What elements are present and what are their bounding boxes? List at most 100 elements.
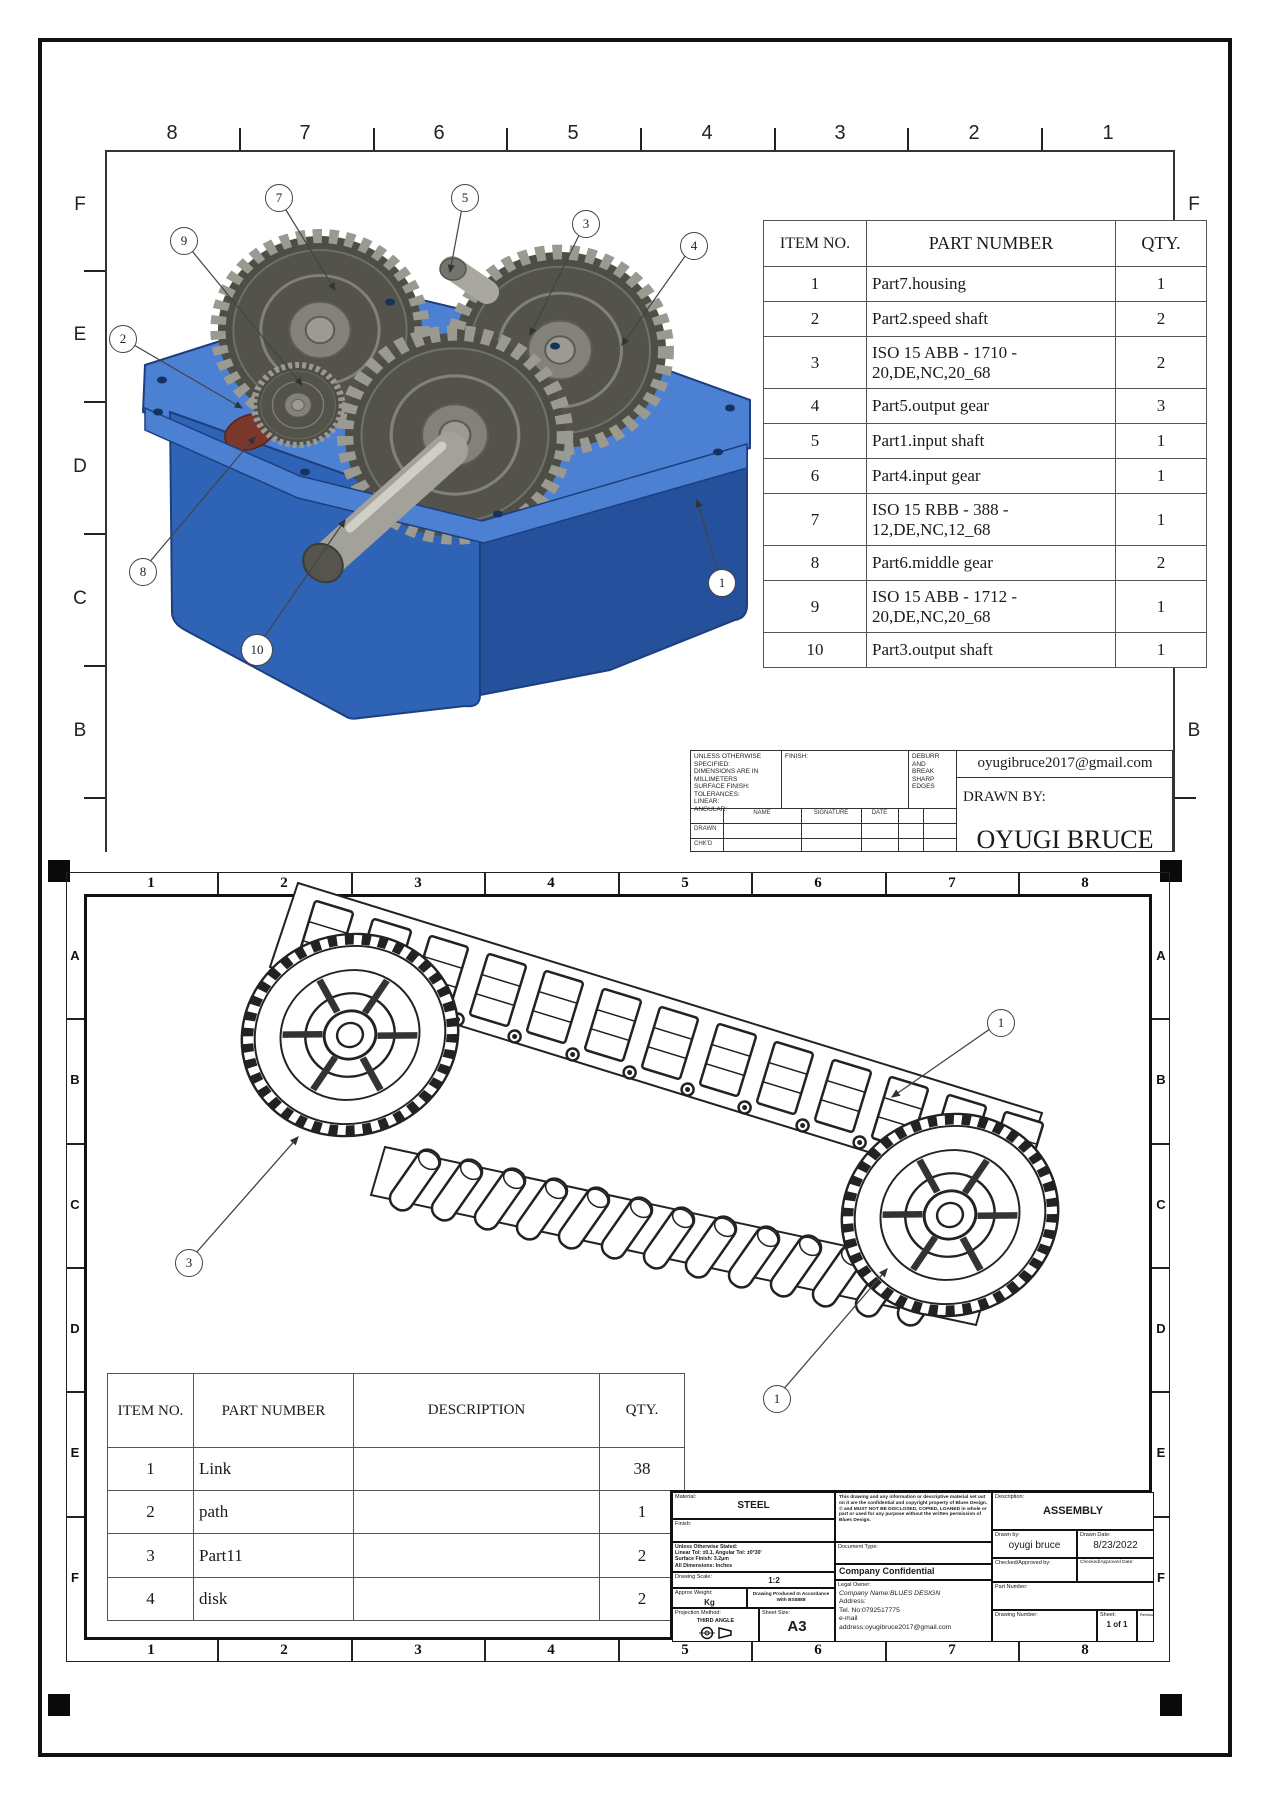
balloon-callout: 3 (572, 210, 600, 238)
corner-mark (1160, 1694, 1182, 1716)
balloon-callout: 10 (241, 634, 273, 666)
doc-type-cell: Document Type: (835, 1542, 992, 1564)
balloon-callout: 3 (175, 1249, 203, 1277)
ruler-number: 2 (968, 122, 980, 144)
bom-header-desc: DESCRIPTION (353, 1373, 600, 1448)
ruler-number: 5 (681, 1642, 689, 1658)
drawn-by-label: DRAWN BY: (963, 789, 1046, 805)
ruler-number: 7 (299, 122, 311, 144)
bom-header-item: ITEM NO. (763, 220, 867, 267)
sheet-size-cell: Sheet Size: A3 (759, 1608, 835, 1642)
ruler-tick (351, 872, 353, 894)
ruler-tick (351, 1640, 353, 1662)
ruler-tick (774, 128, 776, 150)
row-letter: C (73, 588, 87, 609)
row-letter: D (73, 456, 87, 477)
ruler-tick (217, 872, 219, 894)
ruler-tick (751, 872, 753, 894)
scale-cell: Drawing Scale: 1:2 (672, 1572, 835, 1588)
ruler-number: 6 (814, 875, 822, 891)
ruler-number: 1 (1102, 122, 1114, 144)
balloon-callout: 9 (170, 227, 198, 255)
drawn-row-label: DRAWN (694, 826, 717, 832)
legal-note-cell: This drawing and any information or desc… (835, 1492, 992, 1542)
row-letter: A (70, 948, 80, 963)
sheet-frame-left (105, 150, 107, 852)
projection-cell: Projection Method: THIRD ANGLE (672, 1608, 759, 1642)
edge-tick (84, 797, 105, 799)
ruler-number: 6 (814, 1642, 822, 1658)
ruler-tick (239, 128, 241, 150)
accordance-cell: Drawing Produced In Accordance With BS88… (747, 1588, 835, 1608)
ruler-number: 1 (147, 875, 155, 891)
weight-cell: Approx Weight: Kg (672, 1588, 747, 1608)
ruler-number: 8 (1081, 875, 1089, 891)
ruler-number: 1 (147, 1642, 155, 1658)
edge-tick (66, 1391, 84, 1393)
ruler-number: 4 (701, 122, 713, 144)
author-email: oyugibruce2017@gmail.com (977, 755, 1153, 771)
finish-cell: Finish: (672, 1519, 835, 1542)
corner-mark (1160, 860, 1182, 882)
row-letter: B (1187, 720, 1201, 741)
deburr-note: DEBURR AND BREAK SHARP EDGES (912, 753, 940, 790)
ruler-number: 6 (433, 122, 445, 144)
row-letter: E (70, 1445, 80, 1460)
row-letter: D (70, 1321, 80, 1336)
material-cell: Material: STEEL (672, 1492, 835, 1519)
row-letter: F (1188, 194, 1200, 215)
edge-tick (66, 1516, 84, 1518)
ruler-tick (484, 1640, 486, 1662)
ruler-number: 7 (948, 1642, 956, 1658)
ruler-number: 5 (681, 875, 689, 891)
balloon-callout: 8 (129, 558, 157, 586)
ruler-tick (484, 872, 486, 894)
finish-label: FINISH: (785, 753, 809, 760)
row-letter: B (70, 1072, 80, 1087)
bom-header-qty: QTY. (599, 1373, 685, 1448)
row-letter: F (1157, 1570, 1165, 1585)
ruler-number: 5 (567, 122, 579, 144)
bom-header-qty: QTY. (1115, 220, 1207, 267)
confidential-cell: Company Confidential (835, 1564, 992, 1580)
row-letter: B (73, 720, 87, 741)
ruler-number: 3 (414, 1642, 422, 1658)
ruler-number: 2 (280, 1642, 288, 1658)
drawing-number-cell: Drawing Number: (992, 1610, 1097, 1642)
edge-tick (1152, 1018, 1170, 1020)
sheet-cell: Sheet: 1 of 1 (1097, 1610, 1137, 1642)
sheet-frame-top (105, 150, 1175, 152)
revision-cell: Revision: (1137, 1610, 1154, 1642)
gearbox-sheet: 8 7 6 5 4 3 2 1 F E D C B F E D C B (44, 42, 1224, 852)
row-letter: B (1156, 1072, 1166, 1087)
row-letter: A (1156, 948, 1166, 963)
ruler-number: 4 (547, 1642, 555, 1658)
drawn-by-name: OYUGI BRUCE (976, 825, 1154, 852)
bom-header-part: PART NUMBER (193, 1373, 354, 1448)
bom-header-item: ITEM NO. (107, 1373, 194, 1448)
sheet-inner-frame (84, 894, 1152, 1640)
ruler-tick (217, 1640, 219, 1662)
corner-mark (48, 860, 70, 882)
edge-tick (84, 401, 105, 403)
edge-tick (1175, 797, 1196, 799)
ruler-tick (640, 128, 642, 150)
edge-tick (84, 270, 105, 272)
balloon-callout: 1 (763, 1385, 791, 1413)
track-title-block: Material: STEEL Finish: Unless Otherwise… (670, 1490, 1154, 1642)
